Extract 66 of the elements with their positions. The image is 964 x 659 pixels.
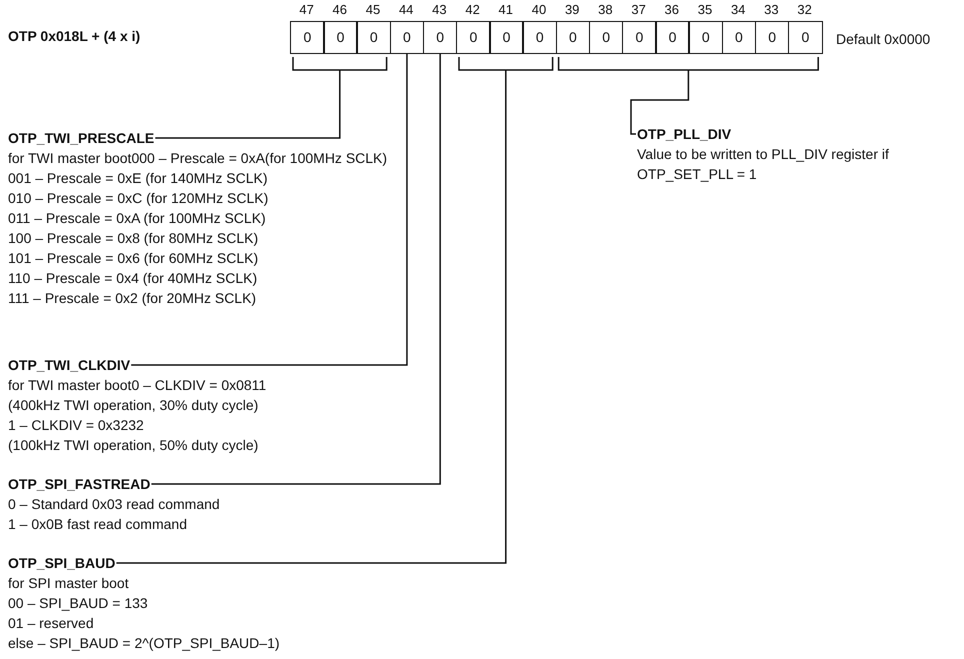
- bit-range-bracket: [458, 57, 554, 71]
- bit-value: 0: [788, 21, 823, 54]
- field-name: OTP_PLL_DIV: [637, 125, 732, 144]
- field-description: 111 – Prescale = 0x2 (for 20MHz SCLK): [8, 289, 258, 308]
- field-description: 100 – Prescale = 0x8 (for 80MHz SCLK): [8, 229, 260, 248]
- leader-line: [155, 70, 341, 139]
- bit-value: 0: [290, 21, 325, 54]
- field-description: for TWI master boot000 – Prescale = 0xA(for 100MHz SCLK): [8, 149, 388, 168]
- bit-value: 0: [456, 21, 491, 54]
- bit-number: 35: [696, 2, 714, 17]
- field-description: for SPI master boot: [8, 574, 130, 593]
- field-description: 0 – Standard 0x03 read command: [8, 495, 221, 514]
- bit-value: 0: [622, 21, 657, 54]
- field-description: (100kHz TWI operation, 50% duty cycle): [8, 436, 260, 455]
- field-description: else – SPI_BAUD = 2^(OTP_SPI_BAUD–1): [8, 634, 281, 653]
- bit-number: 37: [630, 2, 647, 17]
- bit-number: 43: [431, 2, 448, 17]
- bit-number: 42: [464, 2, 481, 17]
- bit-number: 36: [664, 2, 680, 17]
- bit-value: 0: [754, 21, 790, 54]
- field-description: 010 – Prescale = 0xC (for 120MHz SCLK): [8, 189, 270, 208]
- bit-number: 45: [364, 2, 382, 17]
- bit-value: 0: [655, 21, 690, 54]
- field-description: 110 – Prescale = 0x4 (for 40MHz SCLK): [8, 269, 258, 288]
- bit-number: 47: [298, 2, 315, 17]
- bit-number: 40: [530, 2, 548, 17]
- bit-value: 0: [489, 21, 524, 54]
- bit-number: 38: [597, 2, 614, 17]
- field-name: OTP_TWI_CLKDIV: [8, 356, 130, 375]
- field-description: for TWI master boot0 – CLKDIV = 0x0811: [8, 376, 268, 395]
- field-name: OTP_SPI_BAUD: [8, 554, 116, 573]
- bit-range-bracket: [292, 57, 388, 71]
- default-value-note: Default 0x0000: [836, 31, 930, 47]
- field-description: 00 – SPI_BAUD = 133: [8, 594, 149, 613]
- bit-value: 0: [390, 21, 424, 54]
- leader-line: [116, 70, 507, 564]
- leader-line: [131, 54, 408, 366]
- leader-line: [151, 54, 441, 485]
- bit-value: 0: [588, 21, 624, 54]
- bit-range-bracket: [558, 57, 819, 71]
- bit-value: 0: [356, 21, 392, 54]
- bit-number: 39: [564, 2, 580, 17]
- bit-number: 44: [398, 2, 414, 17]
- bit-number: 41: [498, 2, 514, 17]
- field-description: 101 – Prescale = 0x6 (for 60MHz SCLK): [8, 249, 260, 268]
- field-name: OTP_TWI_PRESCALE: [8, 129, 154, 148]
- field-description: 01 – reserved: [8, 614, 95, 633]
- field-name: OTP_SPI_FASTREAD: [8, 475, 150, 494]
- field-description: 1 – CLKDIV = 0x3232: [8, 416, 145, 435]
- register-title: OTP 0x018L + (4 x i): [8, 28, 140, 44]
- field-description: (400kHz TWI operation, 30% duty cycle): [8, 396, 260, 415]
- bit-value: 0: [422, 21, 458, 54]
- field-description: 1 – 0x0B fast read command: [8, 515, 188, 534]
- bit-value: 0: [556, 21, 590, 54]
- bit-number: 46: [332, 2, 348, 17]
- bit-value: 0: [323, 21, 358, 54]
- field-description: 001 – Prescale = 0xE (for 140MHz SCLK): [8, 169, 269, 188]
- leader-line: [630, 70, 690, 135]
- field-description: 011 – Prescale = 0xA (for 100MHz SCLK): [8, 209, 267, 228]
- bit-value: 0: [722, 21, 756, 54]
- bit-value: 0: [522, 21, 558, 54]
- bit-value: 0: [688, 21, 724, 54]
- bit-number: 32: [796, 2, 813, 17]
- bit-number: 33: [763, 2, 780, 17]
- bit-number: 34: [730, 2, 746, 17]
- field-description: Value to be written to PLL_DIV register if OTP_SET_PLL = 1: [637, 145, 890, 184]
